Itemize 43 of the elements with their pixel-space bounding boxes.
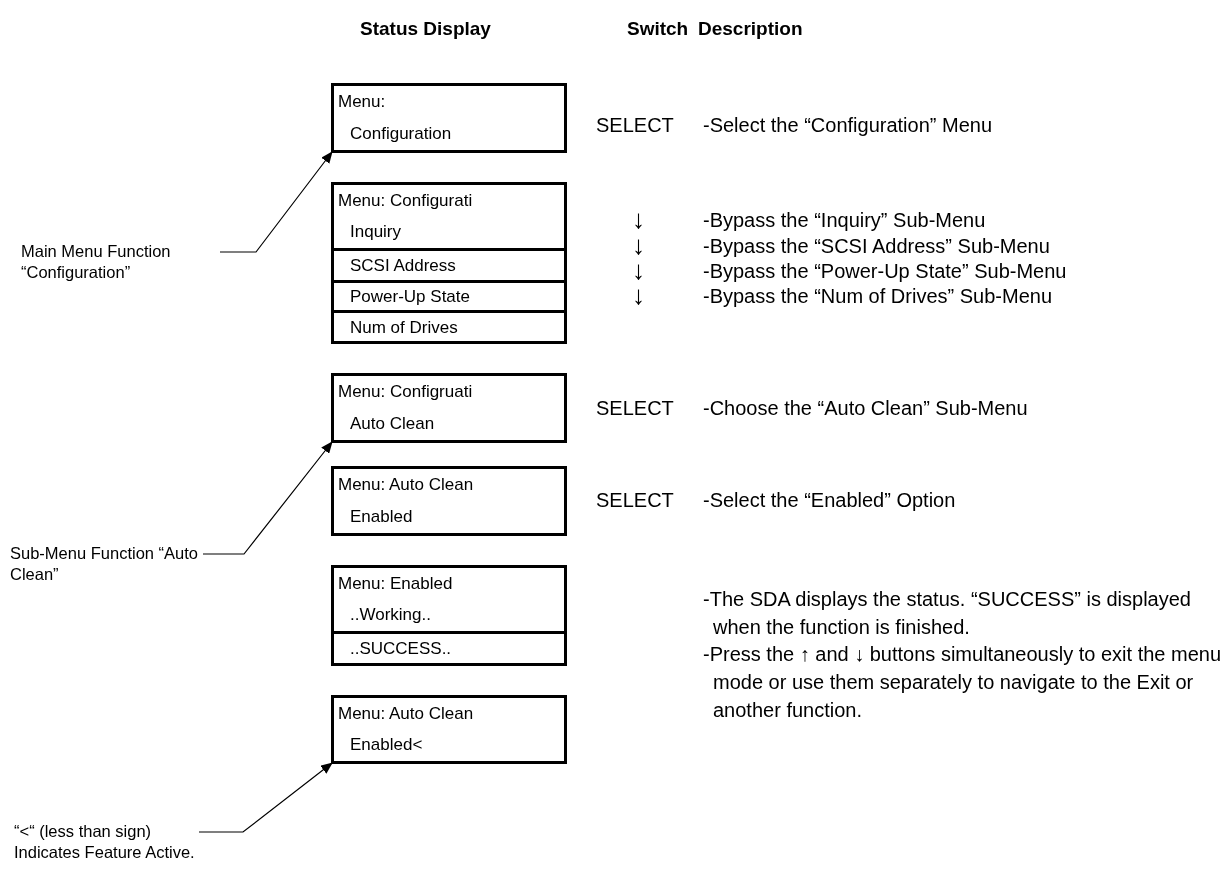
callout-text: Sub-Menu Function “Auto Clean”	[10, 543, 200, 585]
display-box	[331, 466, 567, 536]
column-header: Status Display	[360, 18, 491, 41]
description-text: -Bypass the “SCSI Address” Sub-Menu	[703, 234, 1050, 258]
description-text: -Select the “Configuration” Menu	[703, 113, 993, 137]
callout-text: Main Menu Function “Configuration”	[21, 241, 217, 283]
display-box	[331, 83, 567, 153]
leader-line	[198, 762, 333, 833]
description-text: -Press the ↑ and ↓ buttons simultaneously to exit the menu mode or use them separately to navigate to the Exit or another function.	[703, 642, 1223, 723]
leader-line	[219, 151, 333, 253]
menu-item-text: ..Working..	[350, 606, 431, 623]
description-text: -Bypass the “Inquiry” Sub-Menu	[703, 208, 986, 232]
leader-line	[202, 441, 333, 555]
menu-item-text: Auto Clean	[350, 414, 435, 432]
display-line: Menu: Enabled	[338, 574, 453, 592]
display-box	[331, 565, 567, 666]
description-text: -Bypass the “Power-Up State” Sub-Menu	[703, 259, 1067, 283]
display-box	[331, 373, 567, 443]
switch-label: SELECT	[596, 396, 674, 420]
display-line: Menu: Configurati	[338, 191, 473, 209]
menu-item-text: Inquiry	[350, 223, 402, 240]
menu-item-text: ..SUCCESS..	[350, 640, 452, 657]
switch-label: SELECT	[596, 113, 674, 137]
description-text: -Bypass the “Num of Drives” Sub-Menu	[703, 284, 1052, 308]
menu-item-text: Enabled<	[350, 736, 423, 753]
switch-label: SELECT	[596, 488, 674, 512]
column-header: Description	[698, 18, 803, 41]
menu-item-text: Configuration	[350, 124, 452, 142]
callout-text: “<“ (less than sign) Indicates Feature Active.	[14, 821, 196, 863]
display-line: Menu:	[338, 92, 386, 110]
description-text: -The SDA displays the status. “SUCCESS” is displayed when the function is finished.	[703, 587, 1192, 640]
menu-item-text: SCSI Address	[350, 257, 456, 274]
display-line: Menu: Auto Clean	[338, 475, 474, 493]
display-box	[331, 182, 567, 344]
display-line: Menu: Auto Clean	[338, 704, 474, 722]
menu-item-text: Enabled	[350, 507, 413, 525]
display-box	[331, 695, 567, 764]
menu-item-text: Num of Drives	[350, 318, 458, 336]
menu-item-text: Power-Up State	[350, 288, 470, 305]
display-line: Menu: Configruati	[338, 382, 473, 400]
description-text: -Select the “Enabled” Option	[703, 488, 956, 512]
column-header: Switch	[627, 18, 689, 41]
description-text: -Choose the “Auto Clean” Sub-Menu	[703, 396, 1028, 420]
